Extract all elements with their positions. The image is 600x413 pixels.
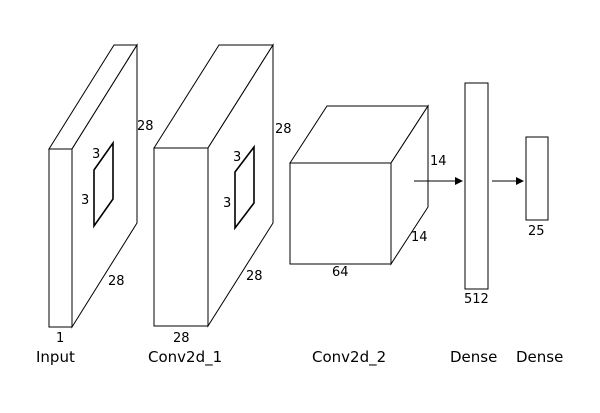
conv2d-1-block [153, 43, 274, 328]
conv2d-2-layer-label: Conv2d_2 [312, 348, 386, 367]
conv2d-1-height-label: 28 [275, 122, 292, 137]
dense-25-block [525, 136, 549, 221]
conv2d-2-height-label: 14 [430, 154, 447, 169]
conv2d-2-front [289, 162, 392, 265]
input-width-label: 1 [56, 331, 64, 346]
conv2d-2-block [289, 104, 429, 266]
input-kernel [93, 140, 114, 229]
dense-512-block [464, 82, 489, 290]
conv2d-2-width-label: 64 [332, 265, 349, 280]
conv2d-1-front [153, 147, 209, 327]
conv2d-1-width-label: 28 [173, 331, 190, 346]
conv2d-1-kernel-w-label: 3 [233, 150, 241, 165]
input-height-label: 28 [137, 119, 154, 134]
conv2d-1-depth-label: 28 [246, 269, 263, 284]
dense-512-layer-label: Dense [450, 348, 497, 366]
dense-512-size-label: 512 [464, 292, 489, 307]
input-kernel-h-label: 3 [81, 193, 89, 208]
conv2d-1-layer-label: Conv2d_1 [148, 348, 222, 367]
dense-25-size-label: 25 [528, 224, 545, 239]
input-depth-label: 28 [108, 274, 125, 289]
input-layer-label: Input [36, 348, 75, 366]
conv2d-1-kernel [234, 144, 255, 231]
input-block-front [48, 148, 73, 328]
input-block [48, 43, 138, 329]
input-kernel-w-label: 3 [92, 147, 100, 162]
conv2d-1-kernel-h-label: 3 [223, 196, 231, 211]
conv2d-2-depth-label: 14 [411, 230, 428, 245]
dense-25-layer-label: Dense [516, 348, 563, 366]
